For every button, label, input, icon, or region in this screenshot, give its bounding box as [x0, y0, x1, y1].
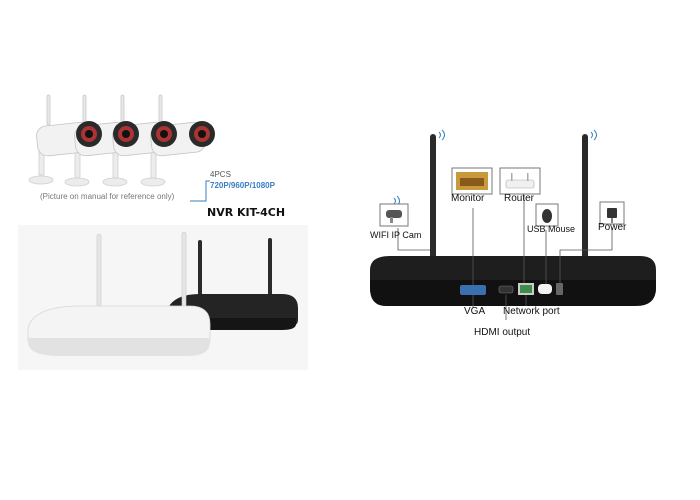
kit-title: NVR KIT-4CH: [207, 206, 286, 219]
wifi-camera-icon: [379, 203, 409, 227]
hdmi-output-label: HDMI output: [474, 327, 531, 338]
power-label: Power: [598, 222, 627, 233]
power-adapter-icon: [599, 201, 625, 225]
monitor-label: Monitor: [451, 193, 485, 204]
camera-set-illustration: [28, 94, 215, 187]
callout-line: [190, 180, 210, 202]
camera-count-label: 4PCS: [210, 170, 231, 179]
router-icon: [499, 167, 541, 195]
network-port-label: Network port: [503, 306, 560, 317]
reference-note: (Picture on manual for reference only): [40, 192, 175, 201]
vga-label: VGA: [464, 306, 486, 317]
resolution-label: 720P/960P/1080P: [210, 181, 275, 190]
nvr-units-illustration: [27, 231, 298, 356]
router-label: Router: [504, 193, 535, 204]
usb-mouse-icon: [535, 203, 559, 227]
usb-mouse-label: USB Mouse: [527, 224, 576, 234]
wifi-cam-label: WIFI IP Cam: [370, 230, 422, 240]
monitor-icon: [451, 167, 493, 195]
nvr-connection-diagram: [370, 129, 656, 320]
